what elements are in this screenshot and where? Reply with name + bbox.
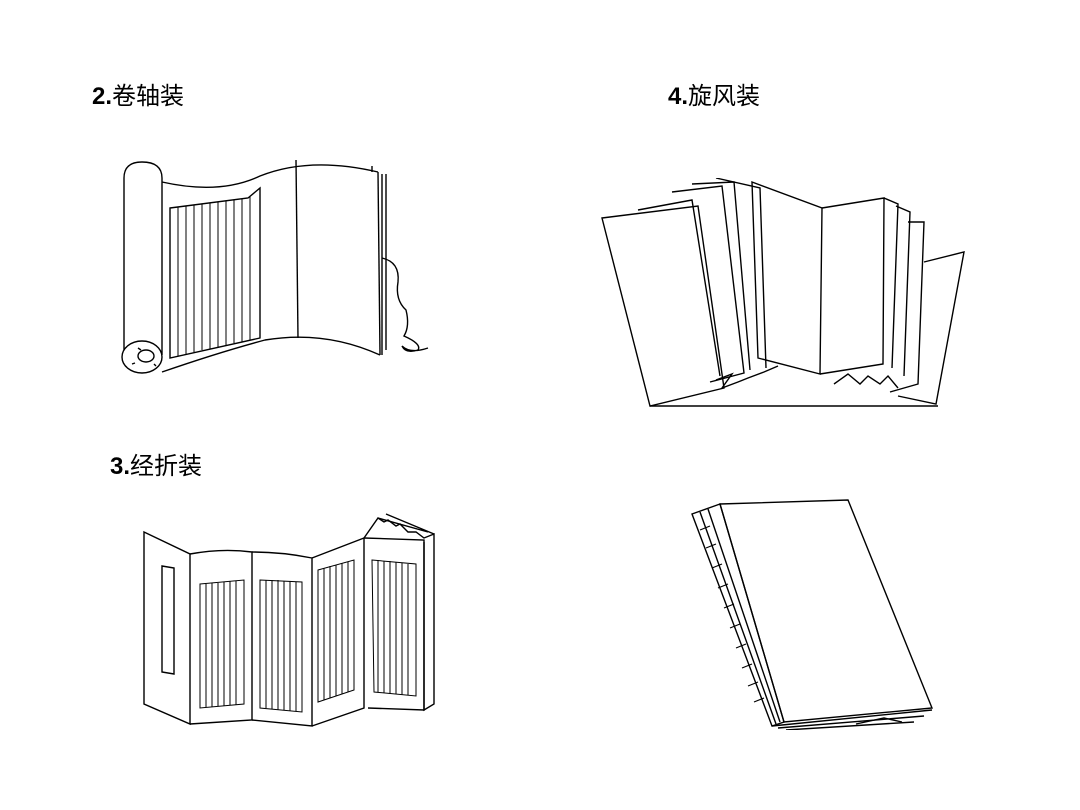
whirlwind-binding-illustration (598, 178, 968, 410)
caption-number: 2. (92, 83, 113, 110)
caption-number: 4. (668, 83, 689, 110)
caption-text: 旋风装 (688, 82, 761, 110)
caption-text: 经折装 (130, 452, 203, 480)
caption-sutra-fold-binding: 3.经折装 (110, 452, 202, 481)
caption-scroll-binding: 2.卷轴装 (92, 82, 184, 111)
sutra-fold-binding-illustration (138, 508, 438, 730)
caption-number: 3. (110, 453, 131, 480)
stitched-book-illustration (688, 496, 944, 730)
scroll-binding-illustration (110, 150, 440, 380)
caption-text: 卷轴装 (112, 82, 185, 110)
caption-whirlwind-binding: 4.旋风装 (668, 82, 760, 111)
